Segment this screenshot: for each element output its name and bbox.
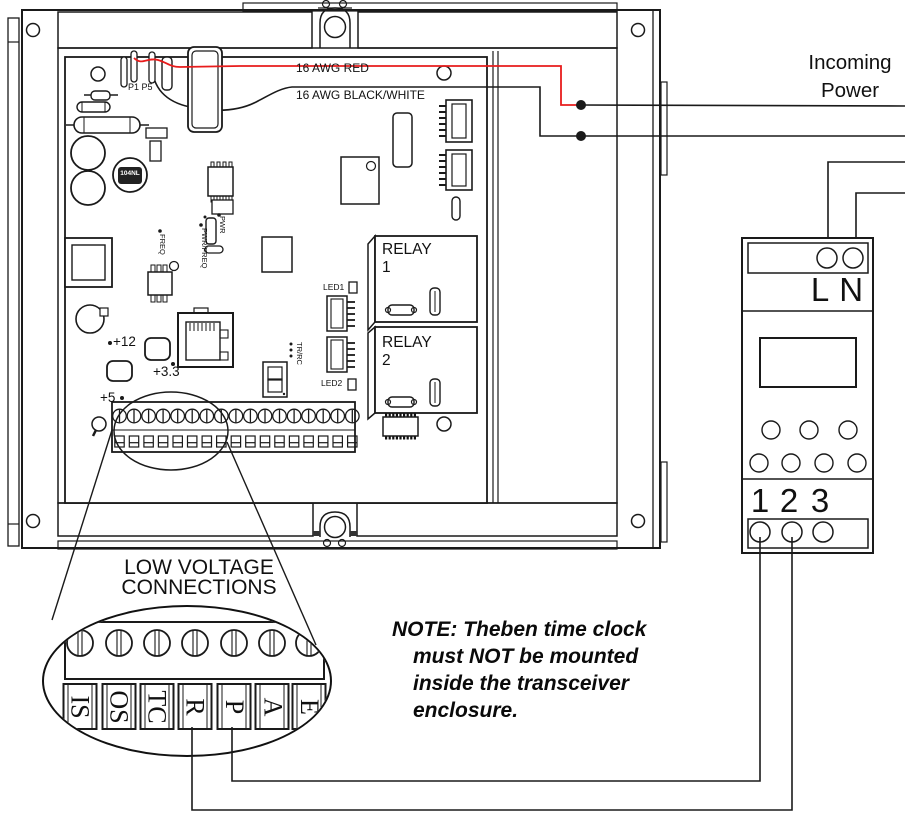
wire-label-black: 16 AWG BLACK/WHITE [296,88,425,102]
transformer-icon [187,46,223,133]
diode-icon [73,116,141,134]
clock-terminal-N: N [839,271,864,308]
header-connector-icon [445,149,473,191]
junction-dot [576,100,586,110]
red-wire [133,57,581,106]
p1-header-icon [130,50,138,83]
clock-terminal-3: 3 [810,482,830,519]
capacitor-icon [70,135,106,171]
pwr-freq-label: PWR/FREQ [200,228,209,269]
terminal-label-p: P [220,699,249,715]
pwr-label: PWR [218,216,227,234]
black-wire [151,63,905,137]
trrc-label: TR/RC [295,342,304,365]
mount-hole-icon [90,66,106,82]
plus33-label: +3.3 [153,364,180,379]
terminal-label-e: E [294,699,324,715]
wire-label-red: 16 AWG RED [296,61,369,75]
header-connector-icon [445,99,473,143]
freq-label: FREQ [158,234,167,255]
plus12-label: +12 [113,334,136,349]
dip-switch-icon [382,413,419,440]
clock-terminal-2: 2 [779,482,799,519]
terminal-label-r: R [181,698,210,716]
silkscreen-dots [108,213,293,400]
plus5-label: +5 [100,390,116,405]
p1p5-label: P1 P5 [128,82,153,92]
p5-header-icon [148,51,156,84]
clock-terminal-1: 1 [750,482,770,519]
cap-104nl-label: 104NL [120,170,140,177]
magnifier-source-ellipse [113,391,229,471]
terminal-strip-icon [111,401,360,453]
junction-dot [576,131,586,141]
terminal-label-tc: TC [143,690,173,724]
incoming-power-label: Incoming Power [808,51,892,102]
terminal-label-is: IS [66,695,95,719]
led2-label: LED2 [321,378,343,388]
time-clock [741,237,874,554]
low-voltage-magnifier: IS OS TC R P A E [42,605,332,757]
terminal-label-os: OS [105,690,134,724]
pcb-components [64,46,478,453]
led1-icon [348,281,358,294]
relay2-icon [367,325,478,421]
clock-display-icon [759,337,857,388]
note-text: NOTE: Theben time clock must NOT be moun… [392,618,647,722]
clock-terminal-L: L [810,271,830,308]
clock-ln-labels: L N [801,271,873,308]
led1-label: LED1 [323,282,345,292]
led2-icon [347,378,357,391]
ln-feed-wires [827,161,905,249]
soic-chip-icon [147,271,173,296]
magnifier-cone-line [51,429,113,621]
pwr-led-icon [205,217,217,245]
low-voltage-title: LOW VOLTAGE CONNECTIONS [121,556,277,599]
relay1-icon [367,234,478,332]
terminal-label-a: A [258,697,287,717]
speaker-icon [64,237,113,288]
capacitor-icon [70,170,106,206]
